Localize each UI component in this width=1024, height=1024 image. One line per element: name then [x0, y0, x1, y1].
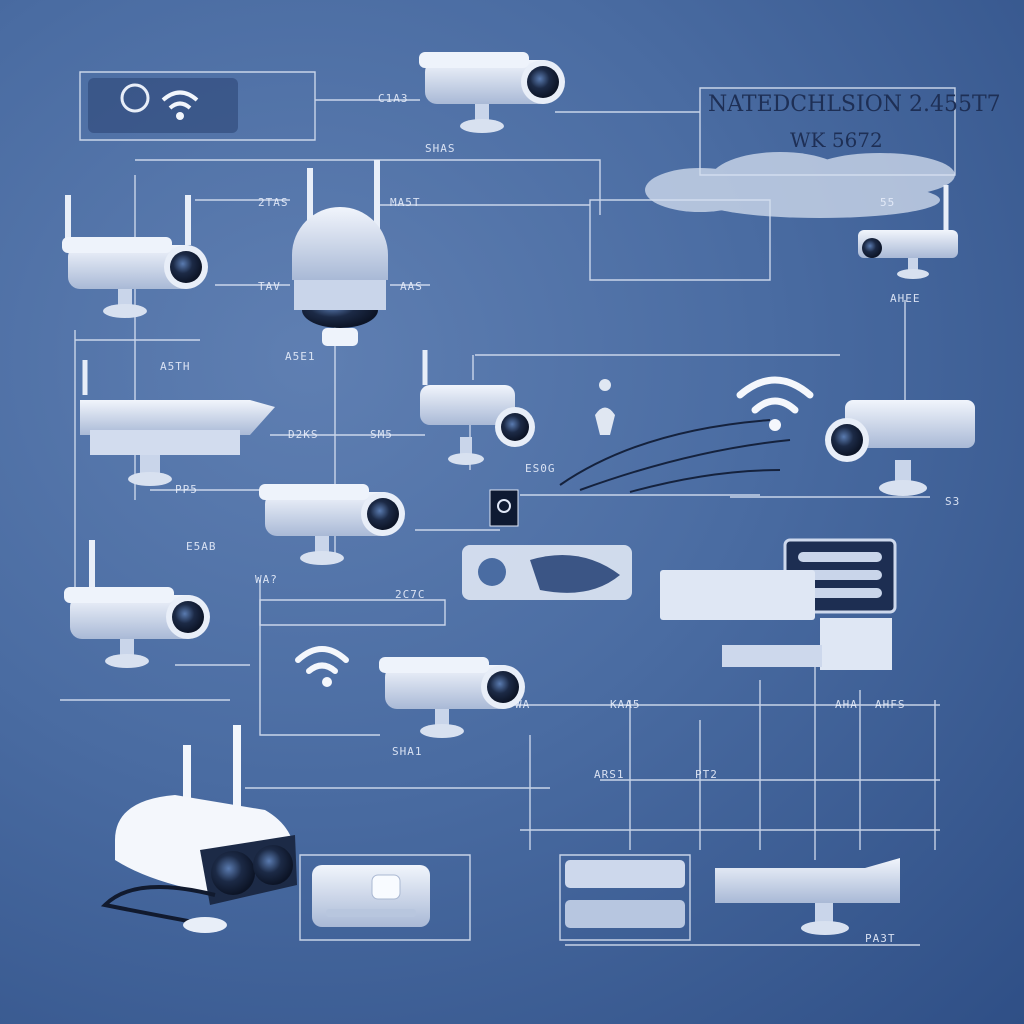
label: WA? — [255, 573, 278, 586]
label: AHFS — [875, 698, 906, 711]
label: A5E1 — [285, 350, 316, 363]
label: 2TAS — [258, 196, 289, 209]
label: SM5 — [370, 428, 393, 441]
video-panel — [462, 545, 632, 600]
label: ARS1 — [594, 768, 625, 781]
label: S3 — [945, 495, 961, 508]
security-camera-icon-left-3 — [64, 540, 210, 668]
nvr-device-icon — [565, 860, 685, 928]
label: TAV — [258, 280, 281, 293]
router-icon — [312, 865, 430, 927]
router-status-panel — [88, 78, 238, 133]
label: AHEE — [890, 292, 921, 305]
security-camera-icon-middle — [259, 484, 405, 565]
wifi-icon-small — [295, 646, 349, 687]
security-camera-icon-left-1 — [62, 195, 208, 318]
security-camera-icon-right-small — [858, 185, 958, 279]
label: WA — [515, 698, 531, 711]
security-camera-icon-center — [420, 350, 535, 465]
label: PT2 — [695, 768, 718, 781]
label: E5AB — [186, 540, 217, 553]
label: PP5 — [175, 483, 198, 496]
dome-camera-icon — [292, 160, 388, 346]
panel-subtitle: WK 5672 — [790, 128, 883, 152]
monitor-icon — [660, 538, 897, 670]
decorative-glyphs — [595, 379, 615, 435]
label: PA3T — [865, 932, 896, 945]
security-camera-icon-top — [419, 52, 565, 133]
label: SHAS — [425, 142, 456, 155]
label: 2C7C — [395, 588, 426, 601]
panel-title: NATEDCHLSION 2.455T7 — [708, 92, 1001, 117]
label: 55 — [880, 196, 896, 209]
label: AAS — [400, 280, 423, 293]
label: A5TH — [160, 360, 191, 373]
connection-lines — [60, 71, 956, 946]
security-camera-icon-left-2 — [80, 360, 275, 486]
label: ES0G — [525, 462, 556, 475]
label: SHA1 — [392, 745, 423, 758]
label: C1A3 — [378, 92, 409, 105]
label: D2KS — [288, 428, 319, 441]
label: MA5T — [390, 196, 421, 209]
security-camera-icon-right — [825, 400, 975, 496]
cloud-icon — [645, 152, 955, 218]
wifi-icon-large — [736, 376, 814, 431]
security-camera-icon-bottom-right — [715, 858, 900, 935]
security-camera-icon-lower — [379, 657, 525, 738]
lock-icon — [489, 489, 519, 527]
label: KAA5 — [610, 698, 641, 711]
signal-arcs — [559, 419, 791, 493]
dual-lens-camera-icon — [100, 725, 297, 933]
label: AHA — [835, 698, 858, 711]
